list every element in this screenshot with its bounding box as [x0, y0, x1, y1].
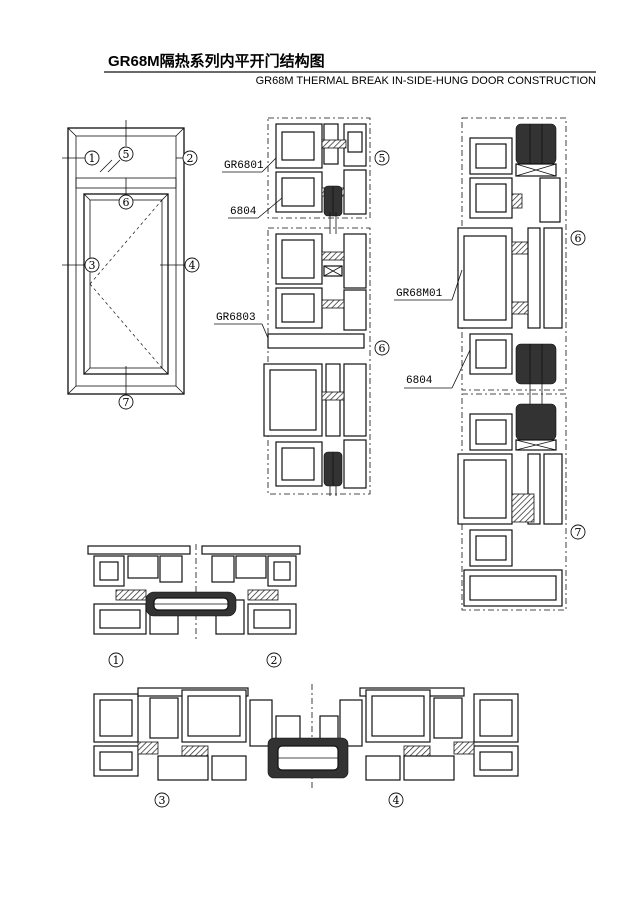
marker-3: 3	[89, 259, 96, 272]
title-block: GR68M隔热系列内平开门结构图 GR68M THERMAL BREAK IN-…	[104, 52, 596, 87]
section-d-horizontal: 3 4	[93, 684, 519, 808]
marker-7: 7	[123, 396, 130, 409]
marker-5: 5	[123, 148, 130, 161]
section-a-marker-6: 6	[379, 342, 386, 355]
section-c-horizontal: 1 2	[87, 544, 301, 668]
title-english: GR68M THERMAL BREAK IN-SIDE-HUNG DOOR CO…	[256, 75, 596, 87]
section-b-marker-7: 7	[575, 526, 582, 539]
marker-1: 1	[89, 152, 96, 165]
marker-6: 6	[123, 196, 130, 209]
section-b-marker-6: 6	[575, 232, 582, 245]
section-b-vertical: GR68M01 6804 6 7	[394, 117, 586, 611]
marker-4: 4	[189, 259, 196, 272]
label-gr6801: GR6801	[224, 160, 264, 172]
section-c-marker-2: 2	[271, 654, 278, 667]
label-6804-b: 6804	[406, 375, 433, 387]
door-elevation: 1 2 3 4 5 6 7	[62, 120, 200, 410]
label-6804: 6804	[230, 206, 257, 218]
section-d-marker-3: 3	[159, 794, 166, 807]
title-chinese: GR68M隔热系列内平开门结构图	[108, 52, 325, 70]
section-a-vertical: GR6801 6804 GR6803 5 6	[214, 117, 390, 496]
section-a-marker-5: 5	[379, 152, 386, 165]
section-d-marker-4: 4	[393, 794, 400, 807]
label-gr6803: GR6803	[216, 312, 256, 324]
section-c-marker-1: 1	[113, 654, 120, 667]
marker-2: 2	[187, 152, 194, 165]
label-gr68m01: GR68M01	[396, 288, 443, 300]
